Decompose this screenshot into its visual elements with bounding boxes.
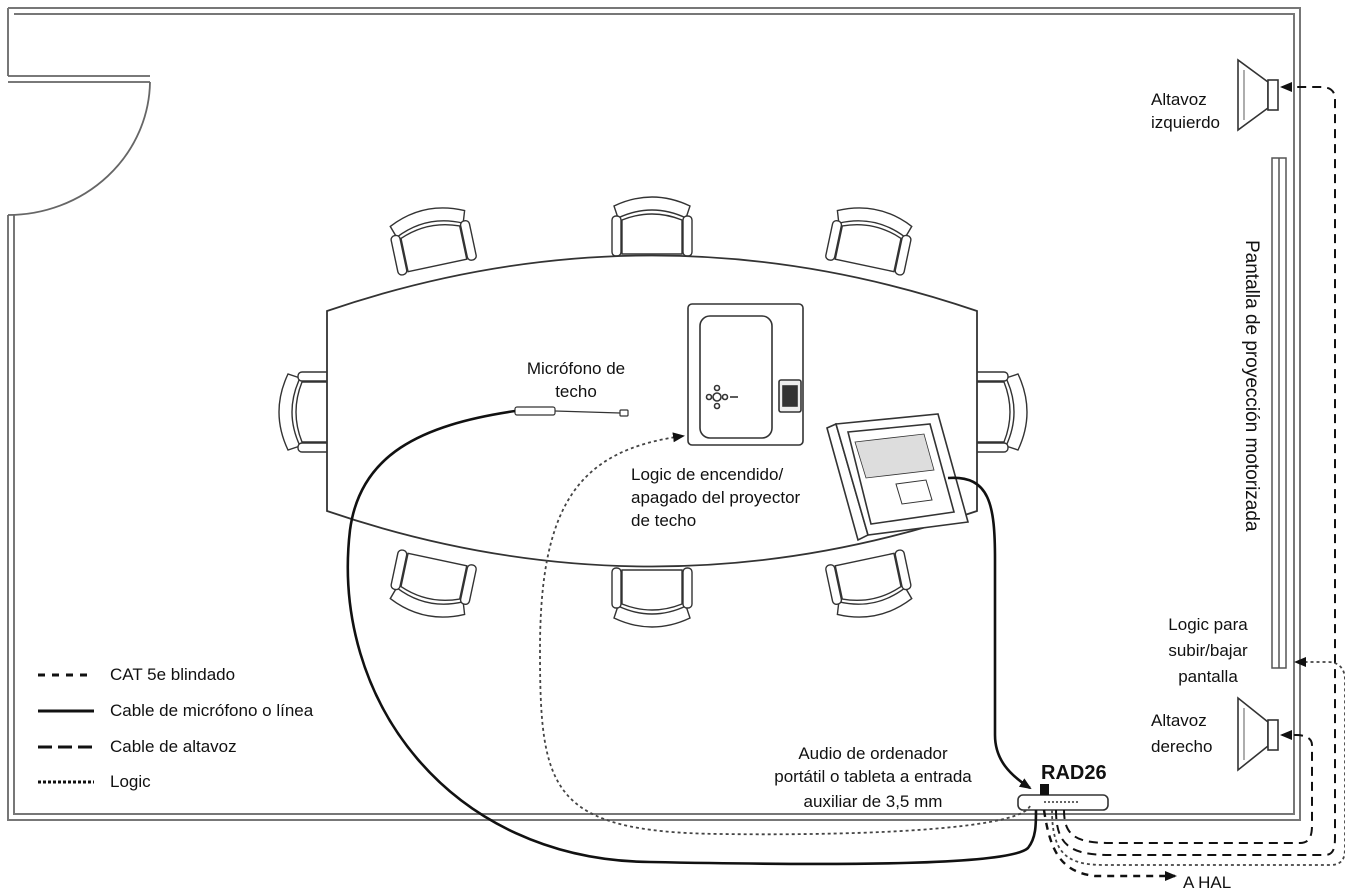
chair [824, 548, 917, 625]
laptop-audio-label: Audio de ordenador portátil o tableta a … [774, 744, 972, 811]
short-dash-swatch-icon [38, 673, 94, 677]
to-hal-cable [1042, 809, 1177, 881]
laptop-icon [826, 413, 970, 542]
right-speaker-icon [1237, 696, 1279, 772]
left-speaker-icon [1237, 58, 1279, 132]
laptop-audio-cable [947, 476, 1032, 790]
door [7, 75, 151, 216]
dotted-line-swatch-icon [38, 780, 94, 784]
solid-line-swatch-icon [38, 709, 94, 713]
screen-logic-cable [1051, 657, 1345, 866]
chair [824, 200, 917, 277]
legend-item-microphone-line: Cable de micrófono o línea [38, 700, 368, 722]
room-walls [7, 7, 1301, 821]
rad26-device-icon [1017, 784, 1109, 811]
long-dash-swatch-icon [38, 745, 94, 749]
cables [346, 82, 1345, 881]
microphone-label: Micrófono de techo [526, 359, 626, 401]
screen-logic-label: Logic para subir/bajar pantalla [1168, 615, 1248, 686]
right-speaker-label: Altavoz derecho [1151, 711, 1213, 756]
chair [611, 196, 693, 257]
projector-logic-label: Logic de encendido/ apagado del proyecto… [631, 465, 801, 530]
left-speaker-label: Altavoz izquierdo [1151, 90, 1220, 132]
legend-item-logic: Logic [38, 771, 238, 793]
projection-screen [1271, 157, 1287, 669]
projection-screen-label: Pantalla de proyección motorizada [1241, 240, 1262, 532]
chair [611, 567, 693, 628]
microphone-cable [346, 409, 1038, 866]
to-hal-label: A HAL [1183, 873, 1232, 892]
chair [385, 200, 478, 277]
rad26-label: RAD26 [1041, 762, 1107, 784]
conference-table [326, 254, 978, 568]
projector-icon [687, 303, 804, 446]
chair [385, 548, 478, 625]
legend-item-speaker-cable: Cable de altavoz [38, 736, 318, 758]
left-speaker-cable [1055, 82, 1336, 856]
legend-item-cat5e: CAT 5e blindado [38, 664, 318, 686]
